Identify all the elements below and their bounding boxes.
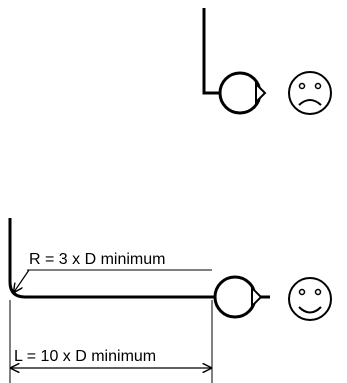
pump-icon <box>218 71 267 115</box>
radius-annotation: R = 3 x D minimum <box>14 251 212 292</box>
sad-face-icon <box>288 71 332 115</box>
radius-leader-arrow <box>14 269 30 292</box>
radius-label: R = 3 x D minimum <box>29 251 165 268</box>
pump-icon <box>213 275 270 319</box>
length-dimension: L = 10 x D minimum <box>9 300 213 383</box>
happy-face-icon <box>288 277 332 321</box>
length-label: L = 10 x D minimum <box>14 348 156 365</box>
good-installation-example: R = 3 x D minimum L = 10 x D minimum <box>8 218 332 383</box>
bad-installation-example <box>202 8 332 115</box>
suction-pipe-sharp-bend <box>202 8 220 95</box>
